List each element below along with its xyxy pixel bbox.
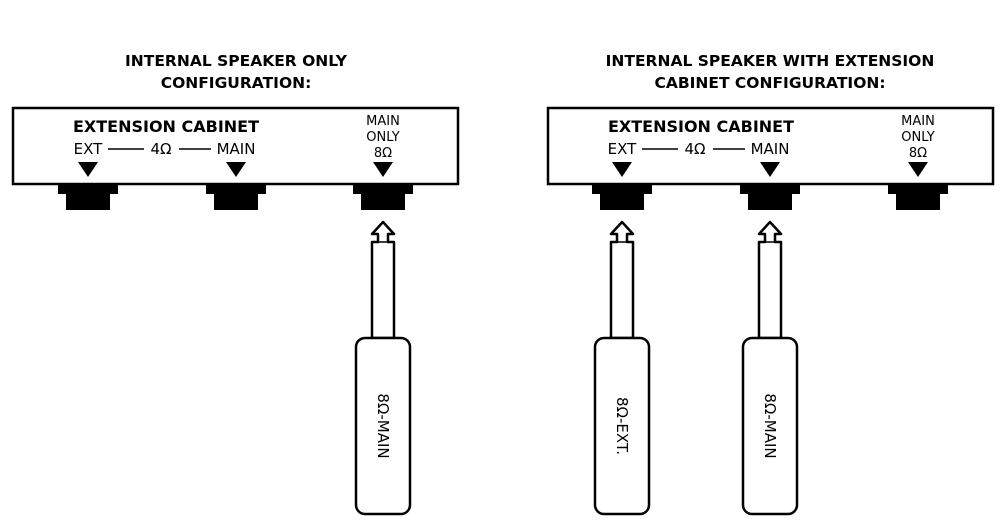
left-main-only-line1: MAIN [366,114,400,129]
right-ohm-label: 4Ω [684,140,705,158]
right-title-line2: CABINET CONFIGURATION: [654,74,885,92]
right-main-only-line1: MAIN [901,114,935,129]
right-plug-ext-label: 8Ω-EXT. [613,397,631,455]
left-main-jack[interactable] [206,184,266,210]
right-main-only-line2: ONLY [901,130,934,145]
right-extension-cabinet-label: EXTENSION CABINET [608,117,794,136]
right-title-line1: INTERNAL SPEAKER WITH EXTENSION [606,52,935,70]
right-main-label: MAIN [751,140,790,158]
left-main-only-line2: ONLY [366,130,399,145]
left-ext-arrow-icon [78,162,98,177]
right-main-only-jack[interactable] [888,184,948,210]
left-main-arrow-icon [226,162,246,177]
left-main-only-jack[interactable] [353,184,413,210]
right-main-jack[interactable] [740,184,800,210]
left-ext-jack[interactable] [58,184,118,210]
right-plug-main[interactable]: 8Ω-MAIN [741,220,799,516]
right-configuration: INTERNAL SPEAKER WITH EXTENSION CABINET … [546,52,995,516]
right-main-arrow-icon [760,162,780,177]
left-main-only-ohm: 8Ω [374,146,392,161]
right-ext-label: EXT [608,140,637,158]
left-main-label: MAIN [217,140,256,158]
left-plug-main-label: 8Ω-MAIN [374,393,392,458]
left-main-only-arrow-icon [373,162,393,177]
left-ext-label: EXT [74,140,103,158]
right-ext-arrow-icon [612,162,632,177]
right-main-only-ohm: 8Ω [909,146,927,161]
left-title-line2: CONFIGURATION: [161,74,312,92]
left-title-line1: INTERNAL SPEAKER ONLY [125,52,348,70]
right-ext-jack[interactable] [592,184,652,210]
left-plug-main[interactable]: 8Ω-MAIN [354,220,412,516]
left-ohm-label: 4Ω [150,140,171,158]
right-plug-main-label: 8Ω-MAIN [761,393,779,458]
right-plug-ext[interactable]: 8Ω-EXT. [593,220,651,516]
left-configuration: INTERNAL SPEAKER ONLY CONFIGURATION: EXT… [11,52,460,516]
right-main-only-arrow-icon [908,162,928,177]
left-extension-cabinet-label: EXTENSION CABINET [73,117,259,136]
